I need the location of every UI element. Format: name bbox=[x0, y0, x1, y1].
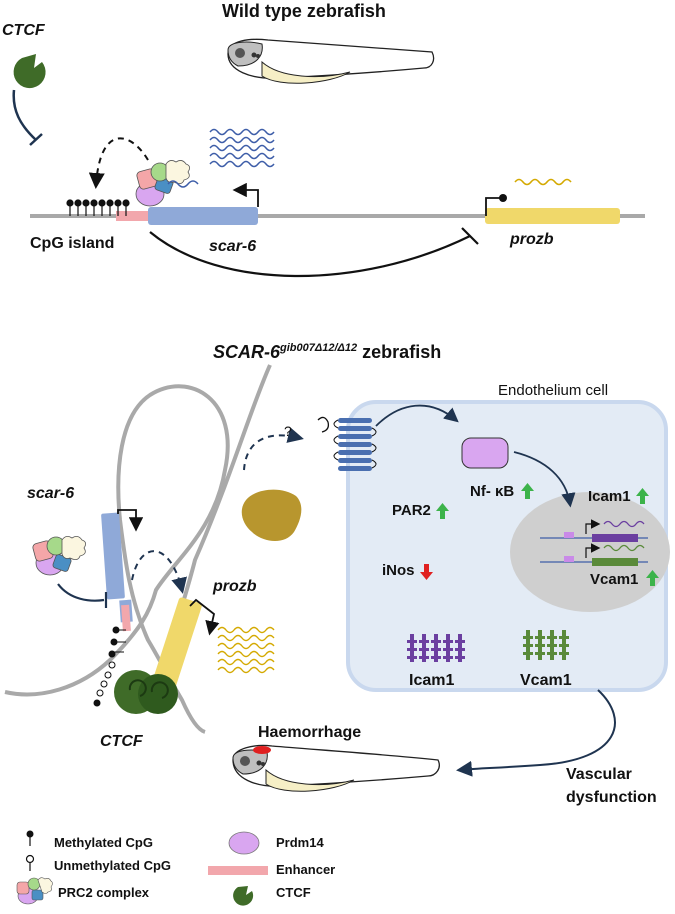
legend-prc2-label: PRC2 complex bbox=[58, 885, 150, 900]
question-mark-label: ? bbox=[284, 423, 292, 439]
mutant-prozb-tss-arrow bbox=[189, 598, 220, 636]
vcam1-surface-molecules bbox=[523, 630, 569, 660]
mutant-scar6-tss-arrow bbox=[117, 509, 144, 532]
par2-receptor-icon bbox=[317, 416, 377, 471]
mutant-scar6-label: scar-6 bbox=[27, 485, 75, 502]
legend-unmethylated-label: Unmethylated CpG bbox=[54, 858, 172, 873]
wildtype-ctcf-label: CTCF bbox=[2, 22, 45, 39]
mutant-title: SCAR-6gib007Δ12/Δ12 zebrafish bbox=[213, 342, 441, 363]
mutant-chromatin-loop bbox=[4, 384, 230, 734]
wildtype-prc2-complex-icon bbox=[135, 160, 190, 207]
arrow-cell-to-haemorrhage bbox=[456, 689, 616, 777]
mutant-prozb-rna-transcripts bbox=[217, 626, 275, 674]
wildtype-scar6-label: scar-6 bbox=[209, 238, 257, 255]
mutant-prc2-repression-line bbox=[57, 583, 105, 602]
wildtype-methylated-cpg-sites bbox=[66, 199, 130, 216]
inos-down-arrow bbox=[420, 564, 433, 580]
wildtype-scar6-rna-transcripts bbox=[209, 128, 275, 168]
icam1-surface-label: Icam1 bbox=[409, 672, 455, 689]
nfkb-protein-icon bbox=[461, 437, 509, 469]
legend-prdm14-label: Prdm14 bbox=[276, 835, 324, 850]
wildtype-title: Wild type zebrafish bbox=[222, 1, 386, 21]
mutant-title-main: SCAR-6 bbox=[213, 342, 281, 362]
mutant-cpg-sites bbox=[93, 626, 126, 707]
wildtype-prozb-label: prozb bbox=[510, 231, 554, 248]
haemorrhage-label: Haemorrhage bbox=[258, 724, 362, 741]
wildtype-prozb-gene bbox=[485, 208, 620, 224]
legend-enhancer-label: Enhancer bbox=[276, 862, 336, 877]
icam1-surface-molecules bbox=[407, 634, 465, 662]
icam1-inner-label: Icam1 bbox=[588, 488, 631, 505]
arrow-nfkb-to-nucleus bbox=[513, 451, 576, 508]
arrow-par2-to-nfkb bbox=[375, 404, 459, 427]
vcam1-gene-expression bbox=[540, 543, 648, 566]
endothelium-cell-title: Endothelium cell bbox=[498, 382, 609, 399]
legend-methylated-label: Methylated CpG bbox=[54, 835, 153, 850]
mutant-dashed-arrow-scar6-to-prozb bbox=[131, 550, 187, 594]
icam1-inner-up-arrow bbox=[636, 488, 649, 504]
mutant-ctcf-label: CTCF bbox=[100, 733, 143, 750]
mutant-prc2-complex-icon bbox=[32, 536, 86, 576]
icam1-gene-expression bbox=[540, 519, 648, 542]
mutant-prozb-gene bbox=[150, 597, 202, 697]
dashed-arrow-prozb-to-par2 bbox=[243, 427, 304, 471]
wildtype-cpg-island-label: CpG island bbox=[30, 235, 115, 252]
wildtype-enhancer-region bbox=[116, 211, 168, 221]
legend-unmethylated-symbol bbox=[25, 854, 35, 871]
vcam1-inner-label: Vcam1 bbox=[590, 571, 639, 588]
legend-methylated-symbol bbox=[26, 830, 34, 846]
legend-prdm14-symbol bbox=[228, 831, 260, 855]
par2-label: PAR2 bbox=[392, 502, 431, 519]
par2-up-arrow bbox=[436, 503, 449, 519]
wildtype-prozb-promoter bbox=[485, 194, 507, 216]
wildtype-scar6-gene bbox=[148, 207, 258, 225]
nucleus bbox=[510, 492, 670, 612]
legend-enhancer-symbol bbox=[208, 866, 268, 875]
nfkb-up-arrow bbox=[521, 483, 534, 499]
prozb-protein-blob bbox=[241, 489, 302, 542]
legend-ctcf-symbol bbox=[233, 886, 254, 906]
mutant-title-suffix: zebrafish bbox=[357, 342, 442, 362]
wildtype-zebrafish-icon bbox=[227, 38, 435, 84]
inos-label: iNos bbox=[382, 562, 415, 579]
ctcf-protein-icon bbox=[12, 54, 46, 146]
mutant-prozb-label: prozb bbox=[213, 578, 257, 595]
legend-ctcf-label: CTCF bbox=[276, 885, 311, 900]
legend-prc2-symbol bbox=[16, 877, 53, 905]
mutant-scar6-gene bbox=[101, 512, 125, 600]
mutant-enhancer-region bbox=[121, 604, 131, 632]
wildtype-prozb-rna bbox=[514, 178, 572, 186]
wildtype-repression-arc bbox=[149, 231, 471, 278]
nfkb-label: Nf- κB bbox=[470, 483, 515, 500]
wildtype-scar6-rna-near-prc2 bbox=[167, 180, 199, 188]
mutant-title-superscript: gib007Δ12/Δ12 bbox=[280, 342, 358, 354]
mutant-ctcf-dimer-icon bbox=[114, 670, 178, 714]
vascular-dysfunction-line2: dysfunction bbox=[566, 789, 657, 806]
vcam1-surface-label: Vcam1 bbox=[520, 672, 572, 689]
vascular-dysfunction-line1: Vascular bbox=[566, 766, 632, 783]
wildtype-scar6-tss-arrow bbox=[232, 182, 259, 207]
vcam1-inner-up-arrow bbox=[646, 570, 659, 586]
haemorrhage-zebrafish-icon bbox=[232, 744, 440, 792]
wildtype-repression-bar bbox=[461, 227, 479, 245]
